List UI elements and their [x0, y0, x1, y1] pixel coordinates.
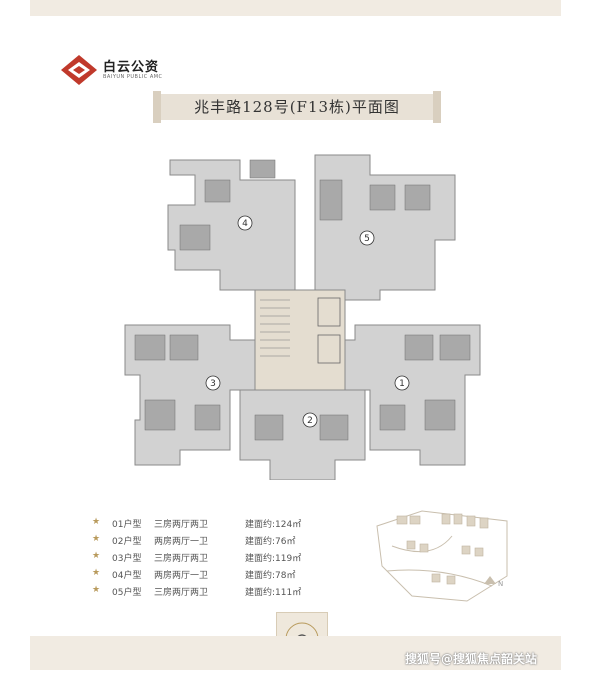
legend-unit: 03户型	[112, 554, 142, 564]
title-cap-left	[153, 91, 161, 123]
north-arrow-icon	[484, 576, 496, 584]
legend-layout: 两房两厅一卫	[154, 537, 209, 547]
brand-subtitle: BAIYUN PUBLIC AMC	[103, 74, 163, 80]
baiyun-logo-icon	[61, 55, 97, 85]
top-decorative-strip	[30, 0, 561, 16]
floor-plan: 4 5 3 2 1	[124, 154, 481, 480]
legend-layout: 三房两厅两卫	[154, 588, 209, 598]
legend-area: 建面约:76㎡	[245, 537, 296, 547]
legend-layout: 两房两厅一卫	[154, 571, 209, 581]
legend-area: 建面约:119㎡	[245, 554, 302, 564]
legend-unit: 05户型	[112, 588, 142, 598]
watermark: 搜狐号@搜狐焦点韶关站	[405, 652, 538, 666]
star-icon: ★	[92, 585, 101, 595]
legend-layout: 三房两厅两卫	[154, 520, 209, 530]
title-cap-right	[433, 91, 441, 123]
north-label: N	[498, 580, 503, 588]
unit-label-5: 5	[364, 234, 370, 244]
unit-label-1: 1	[399, 379, 405, 389]
star-icon: ★	[92, 568, 101, 578]
brand-name: 白云公资	[103, 60, 160, 75]
legend-area: 建面约:111㎡	[245, 588, 302, 598]
page-title: 兆丰路128号(F13栋)平面图	[194, 98, 400, 116]
unit-label-2: 2	[307, 416, 313, 426]
star-icon: ★	[92, 517, 101, 527]
star-icon: ★	[92, 534, 101, 544]
site-plan-map: N	[376, 510, 508, 602]
bottom-decorative-strip	[30, 636, 561, 670]
star-icon: ★	[92, 551, 101, 561]
unit-label-4: 4	[242, 219, 248, 229]
unit-label-3: 3	[210, 379, 216, 389]
legend-area: 建面约:78㎡	[245, 571, 296, 581]
legend-area: 建面约:124㎡	[245, 520, 302, 530]
title-banner: 兆丰路128号(F13栋)平面图	[153, 91, 441, 123]
legend-layout: 三房两厅两卫	[154, 554, 209, 564]
legend-unit: 01户型	[112, 520, 142, 530]
legend-unit: 02户型	[112, 537, 142, 547]
legend-unit: 04户型	[112, 571, 142, 581]
